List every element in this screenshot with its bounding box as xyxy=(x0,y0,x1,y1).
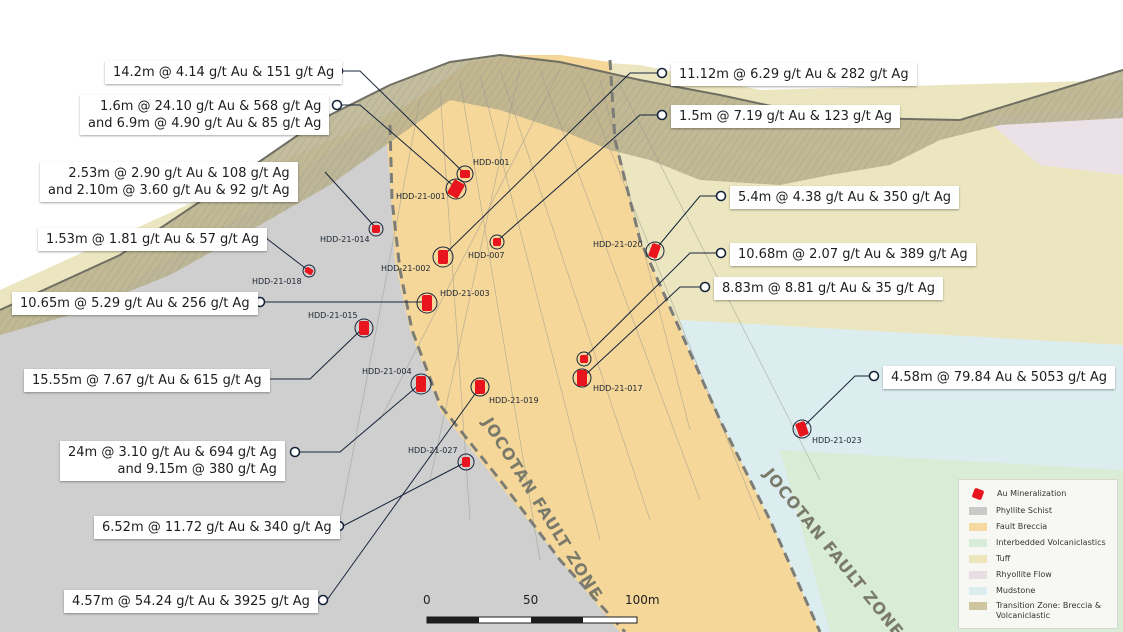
marker-hdd-21-023 xyxy=(792,419,812,439)
marker-hdd-21-002 xyxy=(432,246,454,268)
marker-hdd-21-018 xyxy=(302,264,316,278)
marker-hdd-001 xyxy=(456,165,474,183)
hole-id-hdd-21-014: HDD-21-014 xyxy=(320,235,370,244)
hole-id-hdd-21-027: HDD-21-027 xyxy=(408,446,458,455)
assay-label-14-2m: 14.2m @ 4.14 g/t Au & 151 g/t Ag xyxy=(105,61,343,84)
legend-item-breccia: Fault Breccia xyxy=(969,522,1047,531)
hole-id-hdd-21-018: HDD-21-018 xyxy=(252,277,302,286)
scale-label-100m: 100m xyxy=(625,593,660,607)
hole-id-hdd-21-001: HDD-21-001 xyxy=(396,192,446,201)
marker-hdd-21-017 xyxy=(572,368,592,388)
rhyolite-swatch xyxy=(969,571,987,579)
marker-hdd-21-019 xyxy=(470,377,490,397)
hole-id-hdd-001: HDD-001 xyxy=(473,158,510,167)
legend-item-phyllite: Phyllite Schist xyxy=(969,506,1052,515)
assay-label-10-65m: 10.65m @ 5.29 g/t Au & 256 g/t Ag xyxy=(12,292,258,315)
legend-item-tuff: Tuff xyxy=(969,554,1010,563)
drillhole-ids: HDD-001 HDD-21-001 HDD-21-014 HDD-21-018… xyxy=(252,158,862,455)
au-mineralization-icon xyxy=(971,487,985,501)
legend: Au Mineralization Phyllite Schist Fault … xyxy=(958,479,1118,629)
mineralization-markers xyxy=(302,165,812,471)
scale-bar xyxy=(426,616,638,624)
assay-label-11-12m: 11.12m @ 6.29 g/t Au & 282 g/t Ag xyxy=(671,63,917,86)
marker-hdd-21-015 xyxy=(354,318,374,338)
marker-hdd-21-017-upper xyxy=(576,351,592,367)
legend-item-volcaniclastics: Interbedded Volcaniclastics xyxy=(969,538,1106,547)
assay-label-1-53m: 1.53m @ 1.81 g/t Au & 57 g/t Ag xyxy=(38,228,268,251)
assay-label-5-4m: 5.4m @ 4.38 g/t Au & 350 g/t Ag xyxy=(730,186,960,209)
marker-hdd-21-004 xyxy=(410,373,432,395)
legend-item-mudstone: Mudstone xyxy=(969,586,1035,595)
marker-hdd-21-003 xyxy=(416,292,438,314)
hole-id-hdd-21-004: HDD-21-004 xyxy=(362,367,412,376)
hole-id-hdd-21-020: HDD-21-020 xyxy=(593,240,643,249)
fault-line-left xyxy=(388,124,627,632)
assay-label-4-58m: 4.58m @ 79.84 Au & 5053 g/t Ag xyxy=(883,366,1115,389)
legend-item-au-mineralization: Au Mineralization xyxy=(969,487,1066,501)
assay-label-10-68m: 10.68m @ 2.07 g/t Au & 389 g/t Ag xyxy=(730,243,976,266)
hole-id-hdd-21-017: HDD-21-017 xyxy=(593,384,643,393)
scale-label-0: 0 xyxy=(423,593,431,607)
hole-id-hdd-21-019: HDD-21-019 xyxy=(489,396,539,405)
scale-label-50: 50 xyxy=(523,593,539,607)
marker-hdd-21-014 xyxy=(368,221,384,237)
mudstone-swatch xyxy=(969,587,987,595)
legend-item-rhyolite: Rhyollite Flow xyxy=(969,570,1052,579)
hole-id-hdd-21-023: HDD-21-023 xyxy=(812,436,862,445)
phyllite-unit xyxy=(0,120,620,632)
assay-label-4-57m: 4.57m @ 54.24 g/t Au & 3925 g/t Ag xyxy=(64,590,318,613)
breccia-swatch xyxy=(969,523,987,531)
assay-label-6-52m: 6.52m @ 11.72 g/t Au & 340 g/t Ag xyxy=(94,516,340,539)
marker-hdd-007 xyxy=(489,234,505,250)
leader-lines xyxy=(264,70,870,601)
legend-item-transition: Transition Zone: Breccia & Volcaniclasti… xyxy=(969,601,1109,621)
hole-id-hdd-21-003: HDD-21-003 xyxy=(440,289,490,298)
assay-label-8-83m: 8.83m @ 8.81 g/t Au & 35 g/t Ag xyxy=(714,277,944,300)
marker-hdd-21-001 xyxy=(445,178,467,200)
assay-label-15-55m: 15.55m @ 7.67 g/t Au & 615 g/t Ag xyxy=(24,369,270,392)
transition-swatch xyxy=(969,602,987,610)
hole-id-hdd-21-015: HDD-21-015 xyxy=(308,311,358,320)
assay-label-1-5m: 1.5m @ 7.19 g/t Au & 123 g/t Ag xyxy=(671,105,901,128)
marker-hdd-21-020 xyxy=(645,241,665,261)
fault-line-right xyxy=(608,59,822,632)
tuff-swatch xyxy=(969,555,987,563)
rhyolite-unit xyxy=(980,110,1123,175)
hole-id-hdd-21-002: HDD-21-002 xyxy=(381,264,431,273)
volcaniclastics-swatch xyxy=(969,539,987,547)
marker-hdd-21-027 xyxy=(457,453,475,471)
phyllite-swatch xyxy=(969,507,987,515)
drill-traces xyxy=(339,67,821,561)
fault-lines xyxy=(388,59,822,632)
hole-id-hdd-007: HDD-007 xyxy=(468,251,505,260)
